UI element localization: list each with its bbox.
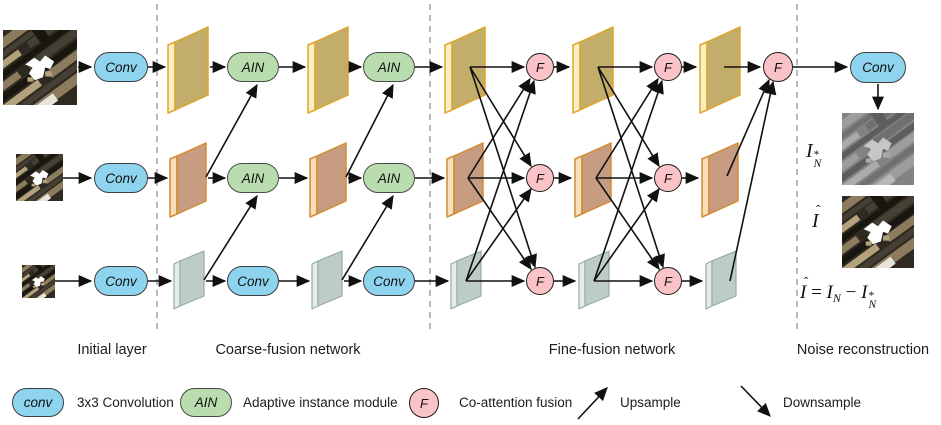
legend-fusion-label: Co-attention fusion <box>459 395 573 410</box>
feature-map-fine2-scale2 <box>574 142 612 218</box>
ain-node-1-scale2: AIN <box>227 163 279 193</box>
feature-map-fine1-scale1 <box>444 26 486 114</box>
section-label-initial: Initial layer <box>77 342 147 358</box>
fusion-node-final: F <box>763 52 793 82</box>
legend-ain-symbol: AIN <box>180 388 232 417</box>
feature-map-coarse1-scale1 <box>167 26 209 114</box>
conv-node-init-scale1: Conv <box>94 52 148 82</box>
feature-map-coarse2-scale2 <box>309 142 347 218</box>
feature-map-fine2-scale3 <box>578 250 610 310</box>
feature-map-fine3-scale2 <box>701 142 739 218</box>
fusion-node-1-scale2: F <box>526 164 554 192</box>
section-label-noise: Noise reconstruction <box>796 342 930 358</box>
conv-node-coarse1-scale3: Conv <box>227 266 279 296</box>
legend-downsample-label: Downsample <box>783 395 862 410</box>
input-image-scale3 <box>22 265 55 298</box>
legend-ain-label: Adaptive instance module <box>243 395 398 410</box>
ain-node-2-scale2: AIN <box>363 163 415 193</box>
ain-node-1-scale1: AIN <box>227 52 279 82</box>
legend-conv-label: 3x3 Convolution <box>77 395 174 410</box>
conv-node-coarse2-scale3: Conv <box>363 266 415 296</box>
fusion-node-2-scale2: F <box>654 164 682 192</box>
feature-map-fine1-scale3 <box>450 250 482 310</box>
conv-node-output: Conv <box>850 52 906 83</box>
fusion-node-2-scale3: F <box>654 267 682 295</box>
downsample-arrow-icon <box>740 385 771 417</box>
legend-upsample-label: Upsample <box>620 395 681 410</box>
feature-map-fine2-scale1 <box>572 26 614 114</box>
feature-map-fine3-scale3 <box>705 250 737 310</box>
fusion-node-1-scale1: F <box>526 53 554 81</box>
legend-fusion-symbol: F <box>409 388 439 418</box>
feature-map-coarse2-scale3 <box>311 250 343 310</box>
conv-node-init-scale2: Conv <box>94 163 148 193</box>
section-label-fine: Fine-fusion network <box>548 342 676 358</box>
feature-map-fine1-scale2 <box>446 142 484 218</box>
upsample-arrow-icon <box>577 387 608 420</box>
feature-map-coarse1-scale2 <box>169 142 207 218</box>
feature-map-coarse1-scale3 <box>173 250 205 310</box>
feature-map-coarse2-scale1 <box>307 26 349 114</box>
fusion-node-1-scale3: F <box>526 267 554 295</box>
input-image-scale2 <box>16 154 63 201</box>
section-label-coarse: Coarse-fusion network <box>215 342 361 358</box>
fusion-node-2-scale1: F <box>654 53 682 81</box>
flow-arrows <box>55 60 885 288</box>
legend-conv-symbol: conv <box>12 388 64 417</box>
ain-node-2-scale1: AIN <box>363 52 415 82</box>
noise-map-label: I*N <box>806 140 822 170</box>
feature-map-fine3-scale1 <box>699 26 741 114</box>
conv-node-init-scale3: Conv <box>94 266 148 296</box>
